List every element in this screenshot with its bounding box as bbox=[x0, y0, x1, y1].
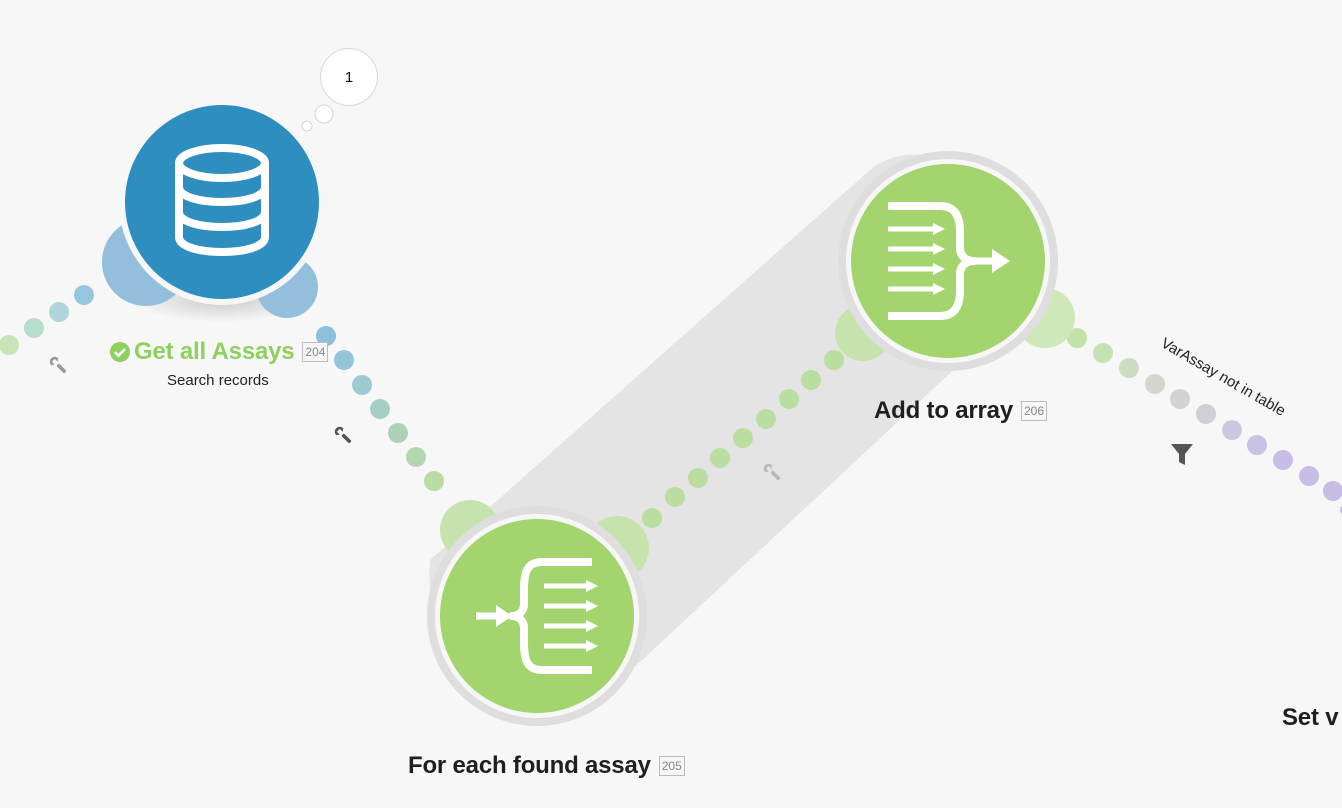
module-title: Add to array bbox=[874, 397, 1013, 424]
wrench-icon[interactable] bbox=[333, 425, 354, 446]
connector-get-to-foreach[interactable] bbox=[316, 326, 444, 491]
connector-add-to-set[interactable] bbox=[1067, 328, 1342, 501]
run-bubble-trail bbox=[314, 104, 334, 124]
module-add-to-array[interactable] bbox=[835, 151, 1075, 371]
connector-foreach-to-add[interactable] bbox=[642, 350, 844, 528]
run-count-bubble[interactable]: 1 bbox=[320, 48, 378, 106]
module-for-each-found-assay[interactable] bbox=[427, 500, 649, 726]
aggregator-arrowheads bbox=[933, 223, 1010, 295]
filter-icon[interactable] bbox=[1171, 444, 1193, 465]
module-label-add-to-array[interactable]: Add to array 206 bbox=[874, 397, 1047, 425]
module-title: Get all Assays bbox=[134, 338, 295, 365]
module-id: 204 bbox=[302, 342, 329, 362]
module-label-set-v[interactable]: Set v bbox=[1282, 704, 1339, 731]
module-title: For each found assay bbox=[408, 752, 651, 779]
wrench-icon[interactable] bbox=[762, 462, 783, 483]
module-label-get-all-assays[interactable]: Get all Assays 204 bbox=[110, 338, 329, 366]
run-count: 1 bbox=[344, 68, 354, 86]
check-circle-icon bbox=[110, 342, 130, 362]
datastore-cylinder-icon bbox=[175, 144, 269, 256]
iterator-arrowheads bbox=[496, 580, 598, 652]
module-get-all-assays[interactable] bbox=[102, 99, 325, 322]
wrench-icon[interactable] bbox=[48, 355, 69, 376]
module-id: 205 bbox=[658, 756, 685, 776]
connector-incoming[interactable] bbox=[0, 285, 94, 355]
module-subtitle: Search records bbox=[167, 372, 269, 389]
run-bubble-trail bbox=[301, 120, 313, 132]
module-label-for-each[interactable]: For each found assay 205 bbox=[408, 752, 685, 780]
module-id: 206 bbox=[1020, 401, 1047, 421]
aggregator-icon bbox=[888, 202, 994, 320]
